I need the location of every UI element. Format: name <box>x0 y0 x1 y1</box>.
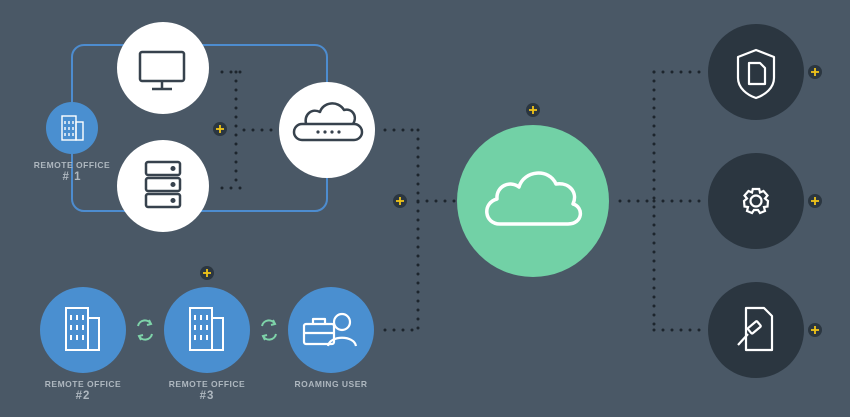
sync-arrows-icon <box>261 319 277 341</box>
document-security-node <box>708 24 804 120</box>
cloud-icon <box>485 171 582 226</box>
plus-icon[interactable] <box>200 266 214 280</box>
central-cloud-node <box>457 125 609 277</box>
roaming-user-label: ROAMING USER <box>276 379 386 390</box>
remote-office-1-node <box>46 102 98 154</box>
plus-icon[interactable] <box>808 323 822 337</box>
remote-office-2-title: REMOTE OFFICE <box>44 379 122 389</box>
remote-office-2-label: REMOTE OFFICE #2 <box>28 379 138 403</box>
settings-node <box>708 153 804 249</box>
remote-office-3-number: #3 <box>199 389 215 402</box>
remote-office-2-number: #2 <box>75 389 91 402</box>
server-node <box>117 140 209 232</box>
remote-office-3-node <box>164 287 250 373</box>
roaming-user-title: ROAMING USER <box>294 379 368 389</box>
document-shield-icon <box>736 48 776 100</box>
sync-arrows-icon <box>137 319 153 341</box>
briefcase-user-icon <box>302 312 358 347</box>
plus-icon[interactable] <box>393 194 407 208</box>
plus-markers <box>200 65 822 337</box>
plus-icon[interactable] <box>526 103 540 117</box>
remote-office-3-label: REMOTE OFFICE #3 <box>152 379 262 403</box>
desktop-node <box>117 22 209 114</box>
legal-document-icon <box>737 306 774 352</box>
roaming-user-node <box>288 287 374 373</box>
legal-compliance-node <box>708 282 804 378</box>
remote-office-2-node <box>40 287 126 373</box>
cloud-gateway-icon <box>292 102 364 142</box>
building-icon <box>189 307 224 351</box>
plus-icon[interactable] <box>808 194 822 208</box>
remote-office-1-title: REMOTE OFFICE <box>33 160 111 170</box>
server-stack-icon <box>144 160 182 209</box>
monitor-icon <box>138 50 186 91</box>
building-icon <box>65 307 100 351</box>
remote-office-3-title: REMOTE OFFICE <box>168 379 246 389</box>
remote-office-1-number: # 1 <box>62 170 82 183</box>
plus-icon[interactable] <box>808 65 822 79</box>
connector-dots <box>220 70 702 332</box>
remote-office-1-label: REMOTE OFFICE # 1 <box>22 160 122 184</box>
gateway-node <box>279 82 375 178</box>
plus-icon[interactable] <box>213 122 227 136</box>
building-icon <box>61 115 84 141</box>
gear-icon <box>742 187 770 215</box>
